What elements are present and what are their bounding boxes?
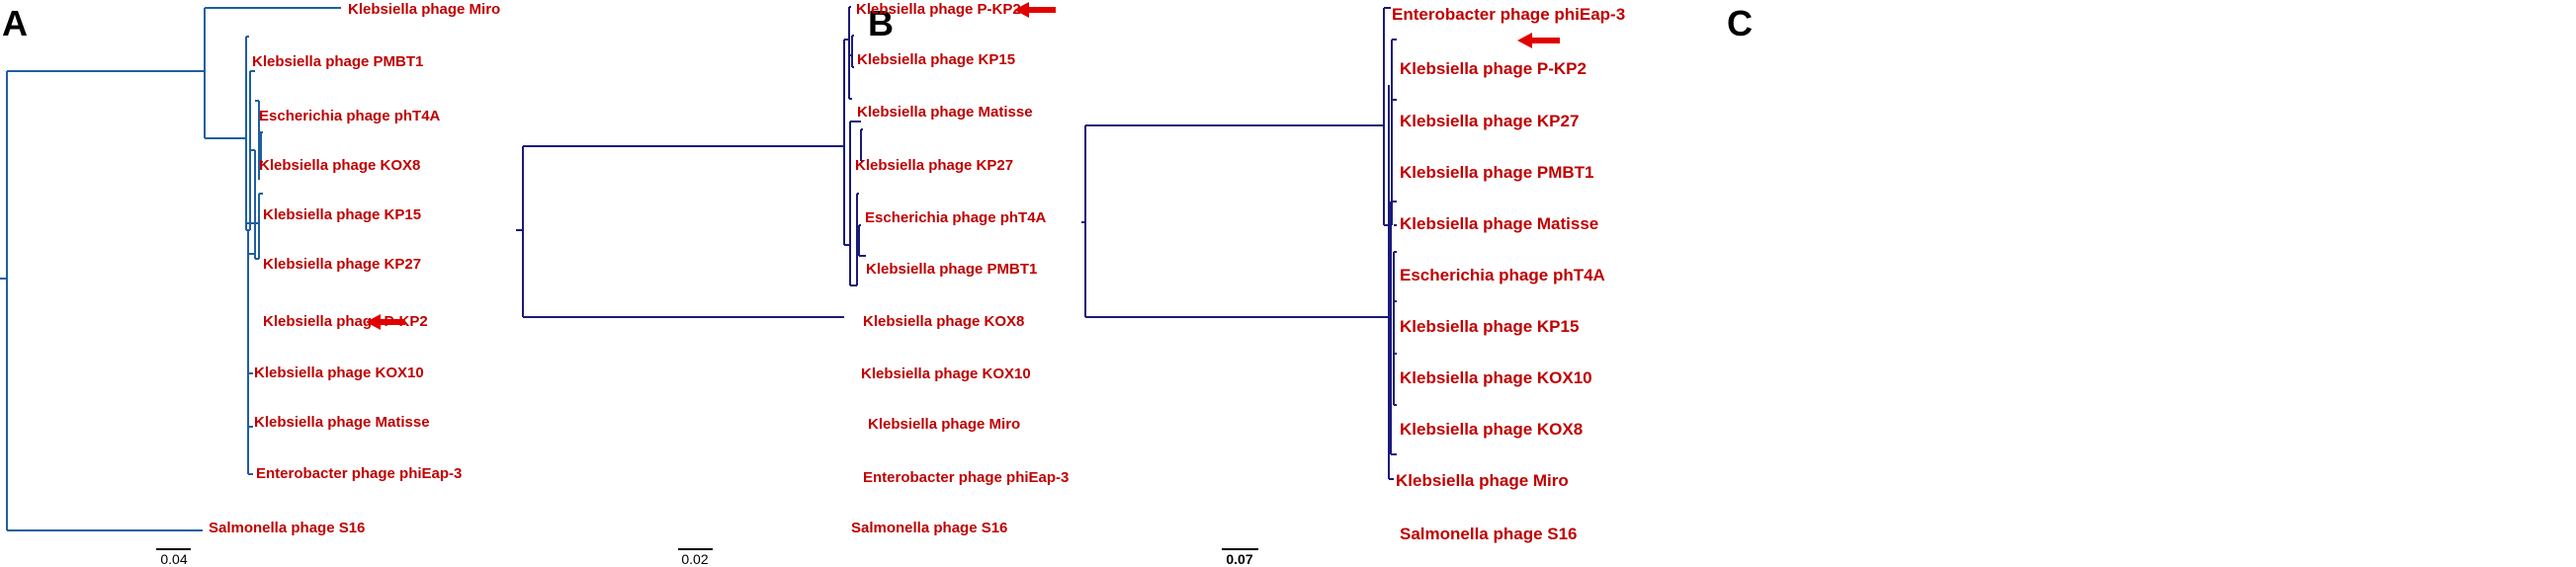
panel-b-leaf-label: Klebsiella phage KOX8	[863, 313, 1024, 330]
panel-c: C Enterobacter phage phiEap-3 Klebsiella…	[1081, 3, 1753, 567]
panel-c-leaf-label: Klebsiella phage PMBT1	[1400, 163, 1594, 182]
highlight-arrow-icon	[1014, 2, 1056, 18]
panel-c-leaf-label: Klebsiella phage KP15	[1400, 317, 1579, 336]
panel-b: B Klebsiella phage P-KP2 Klebsiella phag…	[516, 1, 1069, 567]
panel-b-scale-bar: 0.02	[678, 548, 713, 567]
panel-b-leaf-label: Klebsiella phage KP15	[857, 51, 1015, 68]
panel-c-leaf-label: Klebsiella phage KOX8	[1400, 420, 1583, 439]
panel-a-leaf-label: Klebsiella phage Matisse	[254, 414, 430, 431]
panel-c-leaf-label: Klebsiella phage Miro	[1396, 471, 1569, 490]
panel-c-leaf-label: Salmonella phage S16	[1400, 525, 1578, 543]
panel-b-leaf-label: Klebsiella phage KOX10	[861, 365, 1031, 382]
panel-b-leaf-label: Klebsiella phage Matisse	[857, 104, 1033, 121]
panel-c-scale-bar: 0.07	[1222, 548, 1258, 567]
panel-c-leaf-label: Klebsiella phage P-KP2	[1400, 59, 1587, 78]
panel-a: A Klebsiella phage Miro Klebsiella phage…	[0, 1, 500, 567]
panel-a-leaf-label: Escherichia phage phT4A	[259, 108, 441, 124]
panel-b-leaf-label: Klebsiella phage P-KP2	[856, 1, 1021, 18]
highlight-arrow-icon	[1517, 33, 1560, 48]
panel-a-leaf-label: Klebsiella phage KP27	[263, 256, 421, 273]
panel-c-leaf-label: Klebsiella phage KOX10	[1400, 368, 1592, 387]
panel-letter-c: C	[1727, 3, 1753, 43]
panel-a-leaf-label: Salmonella phage S16	[209, 520, 365, 536]
panel-b-leaf-label: Salmonella phage S16	[851, 520, 1007, 536]
panel-letter-a: A	[2, 3, 28, 43]
panel-letter-b: B	[868, 3, 894, 43]
panel-c-leaf-label: Enterobacter phage phiEap-3	[1392, 5, 1625, 24]
highlight-arrow-icon	[366, 314, 405, 330]
panel-a-scale-bar: 0.04	[156, 548, 191, 567]
panel-c-scale-label: 0.07	[1226, 551, 1252, 567]
panel-c-leaf-label: Escherichia phage phT4A	[1400, 266, 1605, 284]
panel-a-leaf-label: Enterobacter phage phiEap-3	[256, 465, 462, 482]
panel-a-leaf-label: Klebsiella phage KOX8	[259, 157, 420, 174]
panel-b-leaf-label: Klebsiella phage PMBT1	[866, 261, 1037, 278]
panel-a-leaf-labels: Klebsiella phage Miro Klebsiella phage P…	[209, 1, 500, 536]
panel-b-leaf-label: Klebsiella phage Miro	[868, 416, 1020, 433]
panel-b-leaf-label: Escherichia phage phT4A	[865, 209, 1047, 226]
panel-c-leaf-label: Klebsiella phage Matisse	[1400, 214, 1598, 233]
panel-a-leaf-label: Klebsiella phage Miro	[348, 1, 500, 18]
panel-a-leaf-label: Klebsiella phage KP15	[263, 206, 421, 223]
panel-c-leaf-labels: Enterobacter phage phiEap-3 Klebsiella p…	[1392, 5, 1625, 543]
panel-c-leaf-label: Klebsiella phage KP27	[1400, 112, 1579, 130]
panel-a-leaf-label: Klebsiella phage PMBT1	[252, 53, 423, 70]
panel-b-scale-label: 0.02	[681, 551, 708, 567]
panel-a-leaf-label: Klebsiella phage P-KP2	[263, 313, 428, 330]
panel-b-branches	[516, 6, 866, 318]
panel-b-leaf-labels: Klebsiella phage P-KP2 Klebsiella phage …	[851, 1, 1069, 536]
panel-b-leaf-label: Klebsiella phage KP27	[855, 157, 1013, 174]
panel-a-branches	[0, 7, 341, 531]
panel-c-branches	[1081, 7, 1397, 480]
panel-a-leaf-label: Klebsiella phage KOX10	[254, 364, 424, 381]
panel-a-scale-label: 0.04	[160, 551, 187, 567]
panel-b-leaf-label: Enterobacter phage phiEap-3	[863, 469, 1069, 486]
